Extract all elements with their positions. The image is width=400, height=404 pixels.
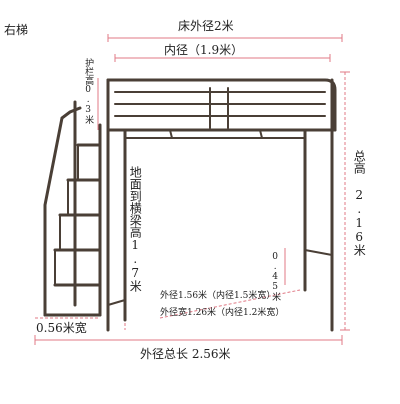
floor-to-beam-label: 地面到横梁高1.7米 (128, 166, 143, 292)
dim-depth (159, 289, 301, 319)
height-045-label: 0.45米 (270, 252, 281, 301)
guardrail-top (106, 78, 337, 132)
inner-width-label: 内径（1.9米） (164, 43, 244, 57)
total-length-label: 外径总长 2.56米 (140, 347, 231, 361)
total-height-label: 总高 2.16米 (352, 150, 367, 256)
size-option-b: 外径宽1.26米（内径1.2米宽） (160, 308, 285, 318)
bed-frame (106, 78, 337, 332)
size-option-a: 外径1.56米（内径1.5米宽） (160, 291, 276, 301)
guardrail-height-label: 护栏高0.3米 (83, 58, 94, 124)
outer-width-label: 床外径2米 (178, 19, 234, 33)
stair-handrail (43, 106, 82, 317)
corner-label: 右梯 (4, 23, 29, 37)
stair-width-label: 0.56米宽 (36, 321, 87, 335)
stairs (43, 100, 102, 317)
dimension-lines (34, 34, 350, 345)
